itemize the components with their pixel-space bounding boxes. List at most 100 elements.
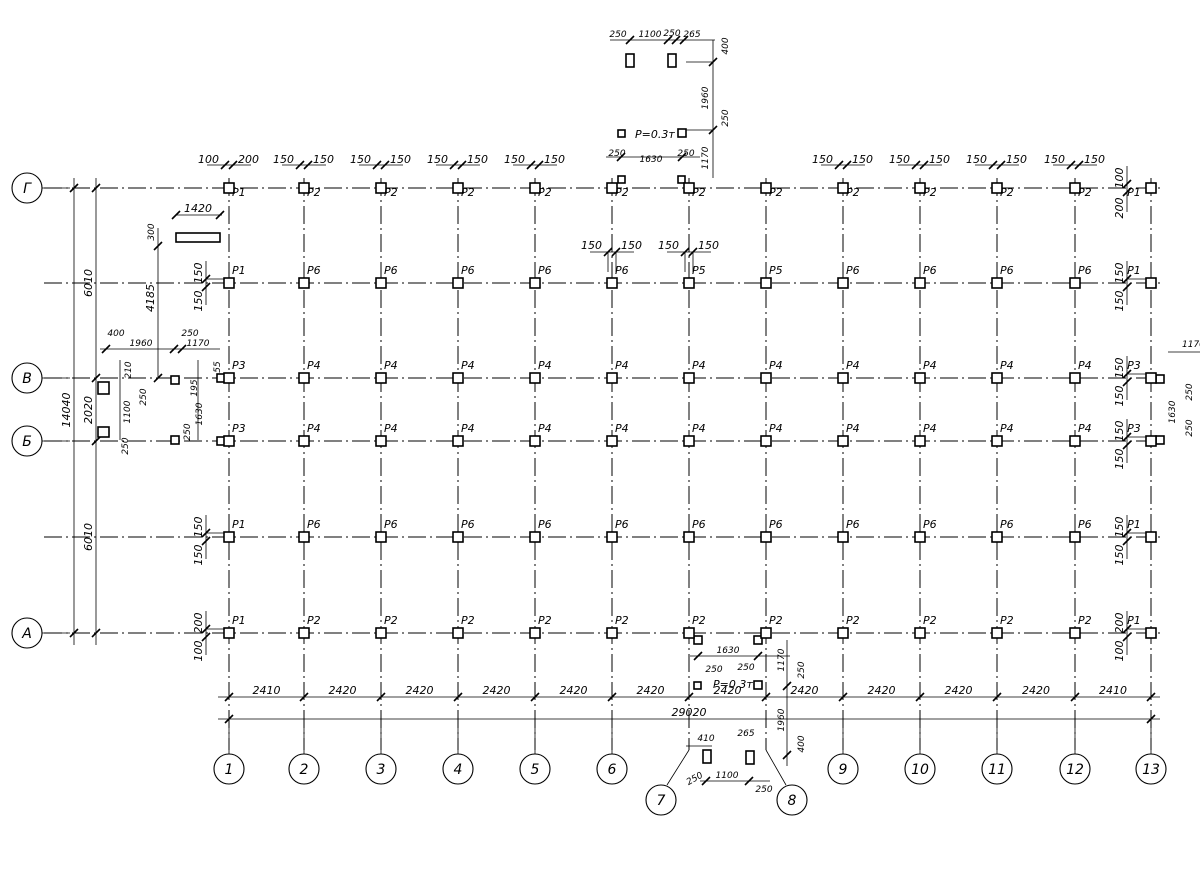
pillar-label: P6 <box>538 264 552 277</box>
pillar-label: P4 <box>461 422 475 435</box>
column-axis-label: 9 <box>839 762 848 778</box>
pillar <box>914 372 926 384</box>
pillar <box>914 277 926 289</box>
pillar-label: P2 <box>1000 186 1014 199</box>
column-axis-bubble <box>776 784 808 816</box>
pillar-label: P4 <box>615 422 629 435</box>
pillar-label: P6 <box>538 518 552 531</box>
column-axis-label: 12 <box>1066 762 1084 778</box>
pillar-label: P1 <box>232 186 246 199</box>
dim-tick <box>782 750 792 760</box>
pillar-label: P3 <box>232 422 246 435</box>
col-axis-leader <box>765 749 787 786</box>
pillar-label: P2 <box>1078 186 1092 199</box>
dim-tick <box>919 160 929 170</box>
left-stair-dim: 250 <box>183 423 193 440</box>
pillar <box>760 277 772 289</box>
top-dimension-right: 150 <box>313 153 334 166</box>
span-tick <box>684 692 694 702</box>
pillar <box>991 627 1003 639</box>
pillar-markers <box>223 182 1157 639</box>
top-dimension-right: 150 <box>929 153 950 166</box>
stair-post <box>677 128 687 138</box>
pillar <box>298 627 310 639</box>
pillar <box>606 435 618 447</box>
pillar-label: P3 <box>232 359 246 372</box>
pillar-label: P1 <box>232 518 246 531</box>
column-axis-bubble <box>827 753 859 785</box>
top-dimension-right: 150 <box>1084 153 1105 166</box>
pillar-label: P4 <box>923 422 937 435</box>
left-stair-dim: 1630 <box>195 402 205 425</box>
pillar <box>529 627 541 639</box>
mid-dim-left: 150 <box>581 239 602 252</box>
dim-tick <box>91 628 101 638</box>
pillar-label: P6 <box>1078 518 1092 531</box>
dim-tick <box>1122 632 1132 642</box>
top-dimension-left: 150 <box>812 153 833 166</box>
pillar-label: P6 <box>307 518 321 531</box>
pillar <box>760 372 772 384</box>
pillar <box>1145 435 1157 447</box>
pillar <box>760 182 772 194</box>
pillar <box>298 372 310 384</box>
column-axis-label: 7 <box>657 793 666 809</box>
pillar-label: P4 <box>307 359 321 372</box>
load-label: P=0.3т <box>635 128 675 141</box>
pillar-label: P4 <box>769 422 783 435</box>
side-dim-top: 150 <box>192 263 205 284</box>
pillar <box>529 531 541 543</box>
vertical-bottom-dimension: 6010 <box>82 523 95 551</box>
stair-dim: 250 <box>721 109 731 126</box>
pillar <box>914 182 926 194</box>
pillar-label: P2 <box>384 614 398 627</box>
pillar <box>837 277 849 289</box>
pillar <box>606 372 618 384</box>
dim-tick <box>744 776 754 786</box>
column-axis-label: 13 <box>1142 762 1160 778</box>
pillar <box>452 531 464 543</box>
pillar-label: P4 <box>307 422 321 435</box>
pillar <box>223 182 235 194</box>
grid-lines <box>44 178 1160 750</box>
dim-tick <box>842 160 852 170</box>
dim-tick <box>753 651 763 661</box>
pillar-label: P5 <box>769 264 783 277</box>
pillar <box>991 182 1003 194</box>
stair-dim: 250 <box>677 149 694 159</box>
side-dim-top: 150 <box>1113 517 1126 538</box>
stair-post <box>170 375 180 385</box>
column-axis-label: 1 <box>225 762 234 778</box>
top-dimension-left: 150 <box>427 153 448 166</box>
pillar <box>529 435 541 447</box>
stair-post <box>753 680 763 690</box>
column-axis-label: 8 <box>788 793 797 809</box>
span-tick <box>224 692 234 702</box>
side-dim-bottom: 100 <box>1113 641 1126 662</box>
top-dimension-left: 150 <box>889 153 910 166</box>
top-dimension-right: 150 <box>544 153 565 166</box>
pillar <box>1145 277 1157 289</box>
pillar <box>298 531 310 543</box>
column-axis-label: 3 <box>377 762 386 778</box>
side-dim-bottom: 200 <box>1113 198 1126 219</box>
dim-tick <box>69 628 79 638</box>
side-dim-top: 200 <box>192 613 205 634</box>
pillar <box>914 435 926 447</box>
dim-tick <box>534 160 544 170</box>
stair-post <box>97 381 110 395</box>
col-axis-leader <box>666 749 690 786</box>
total-tick <box>1146 714 1156 724</box>
stair-dim: 250 <box>608 149 625 159</box>
dim-tick <box>303 160 313 170</box>
left-stair-dim: 1170 <box>187 339 210 349</box>
pillar <box>760 531 772 543</box>
stair-post <box>1155 374 1165 384</box>
column-axis-bubble <box>213 753 245 785</box>
pillar-label: P6 <box>615 264 629 277</box>
stair-bottom-dim: 250 <box>705 665 722 675</box>
dim-tick <box>625 35 635 45</box>
pillar <box>837 435 849 447</box>
left-stair-dim: 55 <box>213 361 223 373</box>
left-stair-dim: 210 <box>124 361 134 378</box>
